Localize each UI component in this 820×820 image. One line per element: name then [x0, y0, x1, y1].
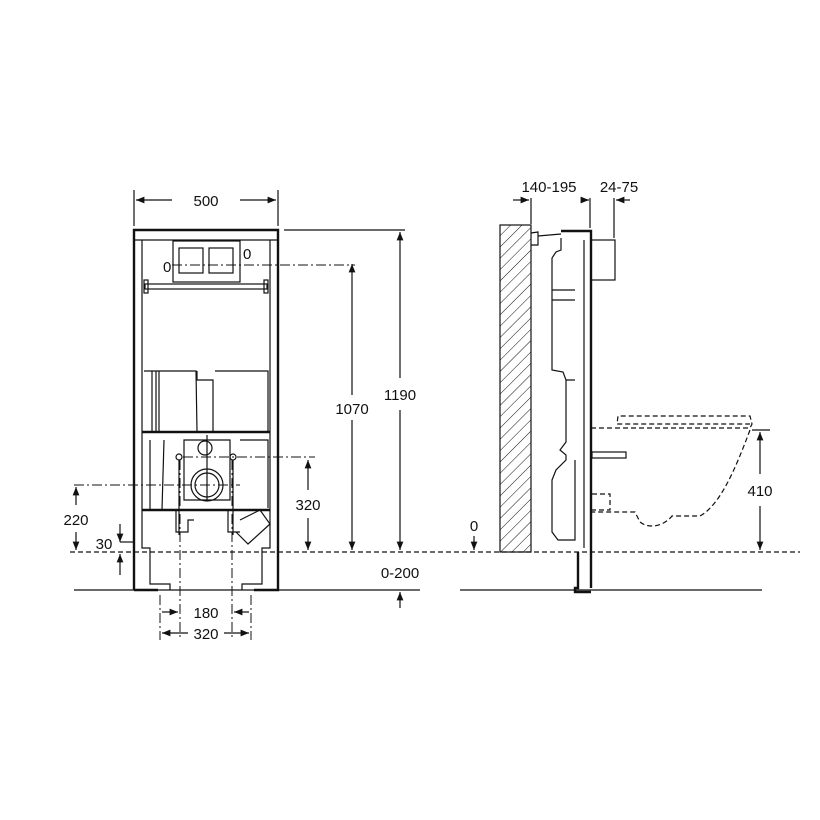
height-220-label: 220: [63, 512, 88, 529]
spacing-180-label: 180: [193, 605, 218, 622]
height-320-label: 320: [295, 497, 320, 514]
side-view: [499, 224, 753, 594]
front-view: 0 0: [74, 228, 355, 640]
cistern-outline: [144, 370, 269, 432]
flush-box: [590, 239, 616, 281]
flush-plate-outline: [172, 240, 241, 283]
plate-screw-label-right: 0: [243, 246, 251, 263]
toilet-bowl-outline: [591, 415, 753, 527]
flush-button-right: [208, 247, 234, 274]
side-dimensions: 140-195 24-75 0 410: [470, 179, 773, 550]
plate-depth-label: 24-75: [600, 179, 638, 196]
wall-hatch: [499, 224, 532, 553]
offset-30-label: 30: [96, 536, 113, 553]
spacing-320-label: 320: [193, 626, 218, 643]
height-1070-label: 1070: [335, 401, 368, 418]
side-cistern: [551, 238, 576, 541]
height-1190-label: 1190: [384, 387, 416, 404]
side-frame: [561, 229, 593, 594]
front-dimensions: 500 1190 1070 320 220 30 0-200 180 320: [63, 190, 419, 643]
seat-height-410-label: 410: [747, 483, 772, 500]
plate-screw-label-left: 0: [163, 259, 171, 276]
floor-level-0-label: 0: [470, 518, 478, 535]
wall-depth-label: 140-195: [521, 179, 576, 196]
floor-adjust-label: 0-200: [381, 565, 419, 582]
width-500-label: 500: [193, 193, 218, 210]
frame-outline: [132, 228, 280, 592]
flush-button-left: [178, 247, 204, 274]
